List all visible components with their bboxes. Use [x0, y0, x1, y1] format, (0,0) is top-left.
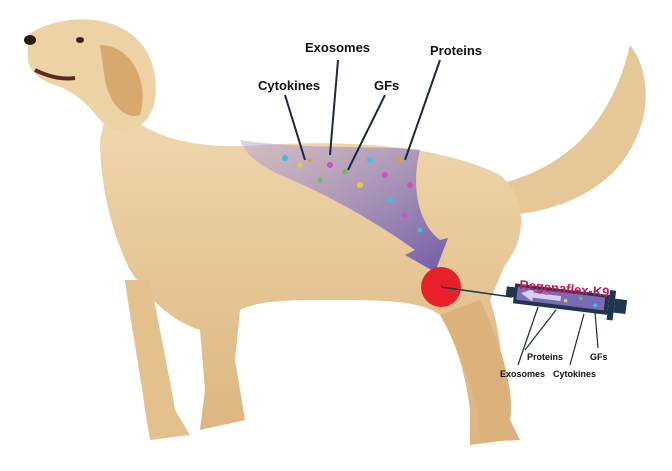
dog-eye — [76, 37, 84, 43]
syringe-label-arrows — [517, 306, 599, 366]
label-cytokines: Cytokines — [258, 78, 320, 93]
syringe-label-exosomes: Exosomes — [500, 369, 545, 379]
syringe-label-gfs: GFs — [590, 352, 608, 362]
syringe-label-proteins: Proteins — [527, 352, 563, 362]
flow-band — [240, 140, 448, 272]
dog-tail — [495, 45, 646, 215]
dog-illustration — [24, 19, 646, 445]
particles — [282, 155, 423, 233]
label-proteins: Proteins — [430, 43, 482, 58]
syringe — [505, 283, 628, 321]
label-exosomes: Exosomes — [305, 40, 370, 55]
dog-ear — [100, 45, 143, 116]
syringe-needle — [440, 286, 513, 298]
dog-mouth — [34, 68, 76, 81]
dog-back-leg — [440, 300, 520, 442]
dog-nose — [24, 35, 36, 45]
label-gfs: GFs — [374, 78, 399, 93]
syringe-label-cytokines: Cytokines — [553, 369, 596, 379]
label-arrows — [284, 59, 441, 171]
dog-front-leg — [125, 280, 190, 440]
